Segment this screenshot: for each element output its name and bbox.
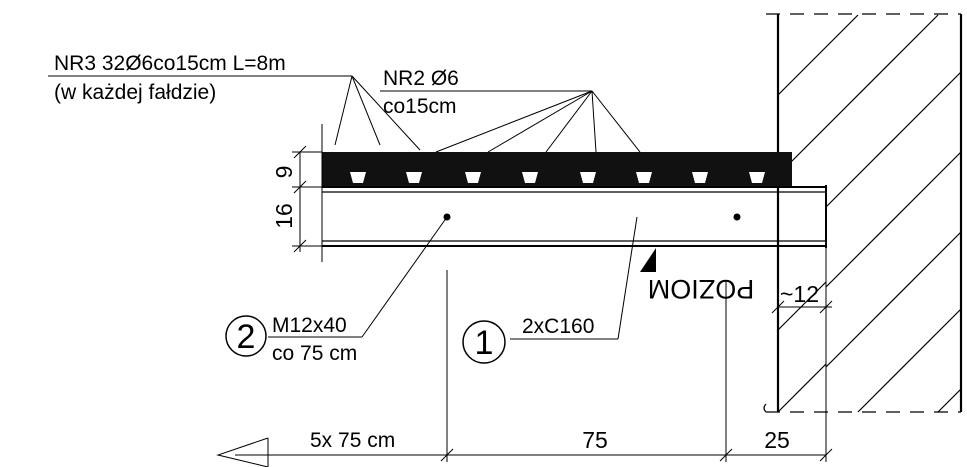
dim-12: ~12 (780, 281, 819, 307)
dim-25: 25 (764, 427, 790, 453)
nr3-label-line1: NR3 32Ø6co15cm L=8m (54, 52, 286, 75)
nr2-label-line2: co15cm (383, 95, 457, 118)
channel-beam (321, 124, 827, 262)
bolt-label-line2: co 75 cm (272, 342, 357, 365)
dimension-lines (216, 145, 833, 467)
nr3-label-line2: (w każdej fałdzie) (54, 81, 216, 104)
bolt-markers (443, 213, 741, 221)
bolt-label-line1: M12x40 (272, 314, 347, 337)
circle-2-number: 2 (237, 318, 256, 356)
circle-1-number: 1 (475, 324, 494, 362)
leader-lines (48, 75, 641, 340)
rebar-profiles (350, 172, 765, 183)
reference-circle-1 (462, 320, 506, 364)
dim-5x75: 5x 75 cm (310, 429, 395, 452)
channel-label: 2xC160 (522, 315, 594, 338)
level-mark-text: POZIOM (648, 274, 755, 304)
dim-75: 75 (582, 427, 608, 453)
nr2-label-line1: NR2 Ø6 (383, 67, 459, 90)
wall-hatching (777, 14, 962, 413)
wall (763, 13, 963, 413)
reference-circle-2 (225, 315, 267, 357)
level-triangle-icon (640, 248, 656, 272)
slab-layer (322, 152, 792, 187)
dim-9: 9 (271, 166, 297, 179)
dim-16: 16 (271, 203, 297, 229)
